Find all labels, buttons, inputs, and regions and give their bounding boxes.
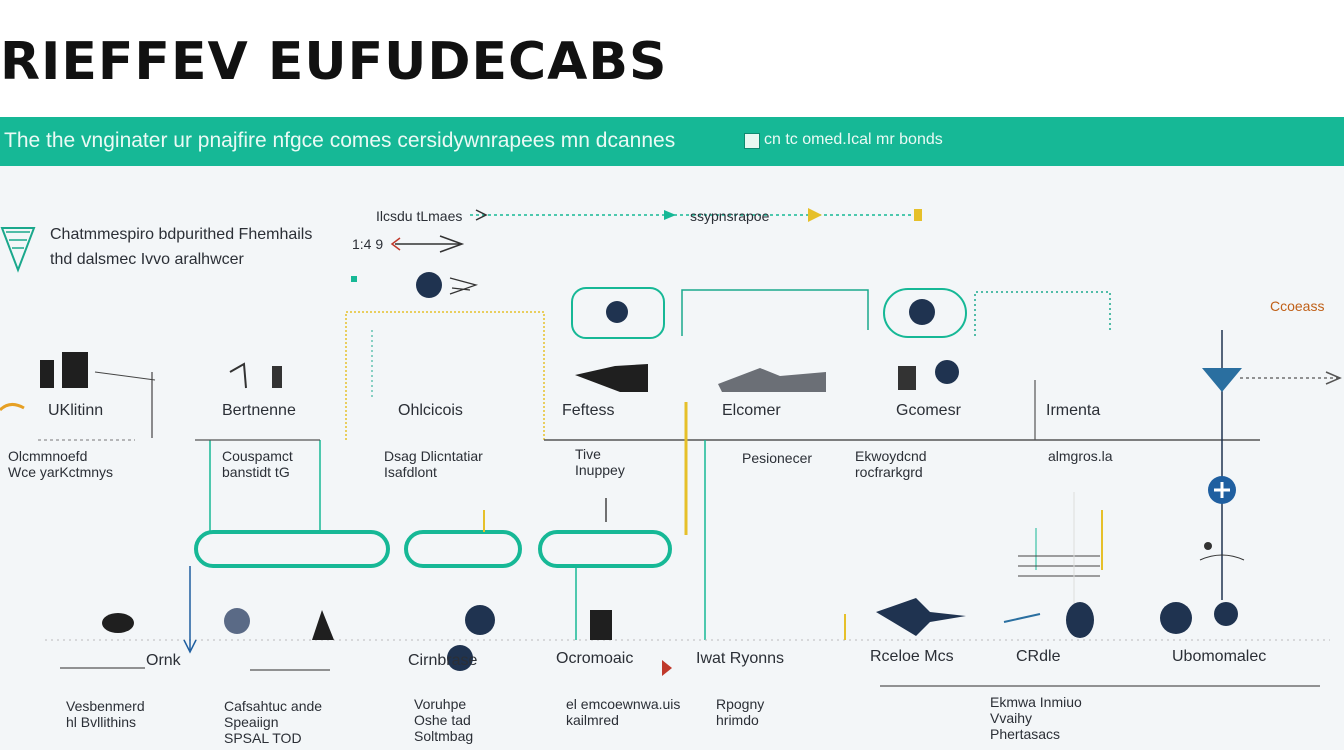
node-sub-3: Tive Inuppey (575, 446, 625, 478)
bottom-node-sub-2: Voruhpe Oshe tad Soltmbag (414, 696, 474, 744)
banner-text: The the vnginater ur pnajfire nfgce come… (4, 129, 676, 152)
legend-line-1: Chatmmespiro bdpurithed Fhemhails (50, 226, 313, 243)
side-label: 1:4 9 (352, 236, 384, 252)
node-label-1[interactable]: Bertnenne (222, 402, 296, 419)
node-sub-4: Pesionecer (742, 450, 813, 466)
node-label-6[interactable]: Irmenta (1046, 402, 1101, 419)
node-label-4[interactable]: Elcomer (722, 402, 781, 419)
bottom-node-sub-5: Ekmwa Inmiuo Vvaihy Phertasacs (990, 694, 1082, 742)
title-bar: RIEFFEV EUFUDECABS (0, 0, 1344, 117)
bottom-node-label-0[interactable]: Ornk (146, 652, 181, 669)
banner: The the vnginater ur pnajfire nfgce come… (0, 117, 1344, 166)
node-sub-1: Couspamct banstidt tG (222, 448, 293, 480)
bottom-node-sub-3: el emcoewnwa.uis kailmred (566, 696, 681, 728)
legend-line-2: thd dalsmec Ivvo aralhwcer (50, 251, 244, 268)
upper-node-icons (0, 352, 959, 441)
node-label-2[interactable]: Ohlcicois (398, 402, 463, 419)
bottom-node-sub-4: Rpogny hrimdo (716, 696, 765, 728)
node-sub-6: almgros.la (1048, 448, 1113, 464)
banner-checkbox[interactable] (744, 133, 760, 149)
right-edge-label: Ccoeass (1270, 298, 1325, 314)
bottom-node-label-6[interactable]: Ubomomalec (1172, 648, 1267, 665)
top-row-right-label: ssypnsrapoe (690, 208, 770, 224)
node-label-3[interactable]: Feftess (562, 402, 615, 419)
banner-note: cn tc omed.Ical mr bonds (764, 131, 943, 148)
node-sub-0: Olcmmnoefd Wce yarKctmnys (8, 448, 114, 480)
bottom-node-label-4[interactable]: Rceloe Mcs (870, 648, 954, 665)
lower-rail (45, 542, 1330, 687)
bottom-node-label-5[interactable]: CRdle (1016, 648, 1061, 665)
bottom-node-sub-0: Vesbenmerd hl Bvllithins (66, 698, 145, 730)
node-label-5[interactable]: Gcomesr (896, 402, 961, 419)
bottom-node-label-3[interactable]: Iwat Ryonns (696, 650, 785, 667)
top-connector-row (351, 208, 922, 298)
upper-box-group (345, 287, 1111, 440)
capsule-connectors (194, 402, 1103, 640)
main-rail (94, 330, 1342, 600)
node-sub-2: Dsag Dlicntatiar Isafdlont (384, 448, 483, 480)
node-label-0[interactable]: UKlitinn (48, 402, 104, 419)
bottom-node-label-1[interactable]: Cirnbrase (408, 652, 478, 669)
bottom-node-sub-1: Cafsahtuc ande Speaiign SPSAL TOD (224, 698, 323, 746)
main-title: RIEFFEV EUFUDECABS (0, 32, 668, 92)
bottom-node-label-2[interactable]: Ocromoaic (556, 650, 634, 667)
top-row-left-label: Ilcsdu tLmaes (376, 208, 463, 224)
node-sub-5: Ekwoydcnd rocfrarkgrd (855, 448, 927, 480)
legend-icon (0, 227, 36, 273)
